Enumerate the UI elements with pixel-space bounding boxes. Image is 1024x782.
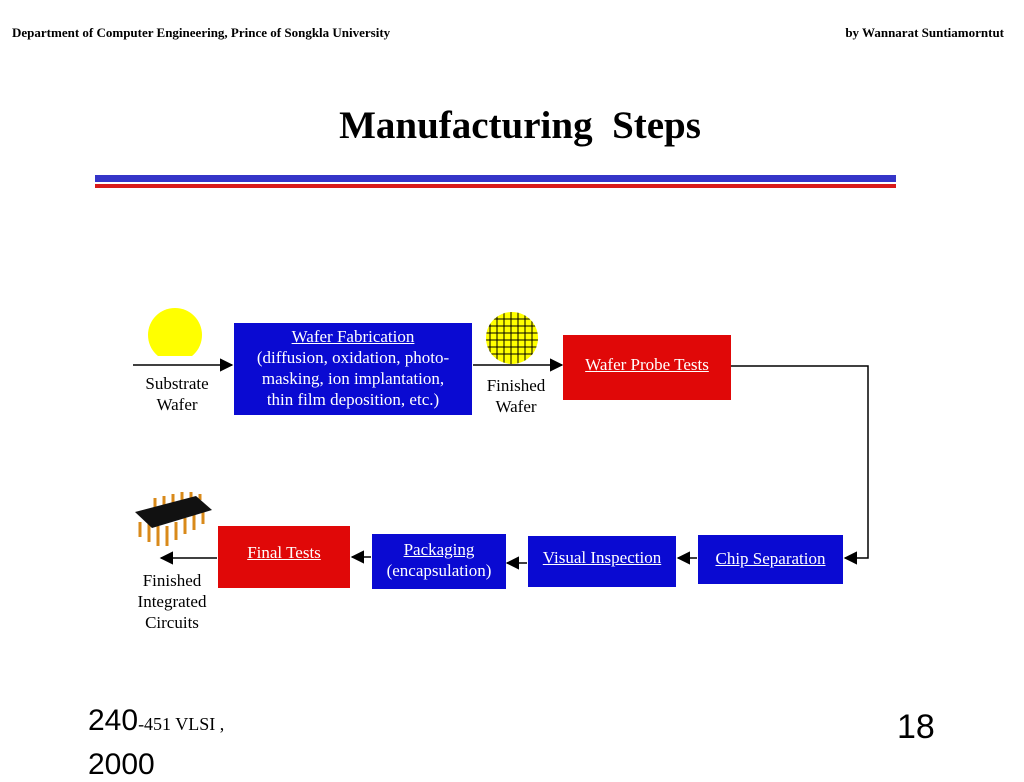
footer-year: 2000 — [88, 748, 155, 781]
substrate-wafer-icon — [148, 308, 202, 365]
footer-course: 240-451 VLSI , — [88, 704, 225, 737]
wafer-probe-tests-box: Wafer Probe Tests — [563, 335, 731, 400]
header-author: by Wannarat Suntiamorntut — [845, 25, 1004, 40]
title-rule-red — [95, 184, 896, 188]
chip-separation-box: Chip Separation — [698, 535, 843, 584]
visual-inspection-box: Visual Inspection — [528, 536, 676, 587]
slide-title: Manufacturing Steps — [339, 104, 701, 147]
packaging-box: Packaging (encapsulation) — [372, 534, 506, 589]
arrow-probe-to-separation — [731, 365, 869, 565]
header-department: Department of Computer Engineering, Prin… — [12, 25, 391, 40]
page-number: 18 — [897, 708, 935, 746]
final-tests-box: Final Tests — [218, 526, 350, 588]
wafer-fabrication-box: Wafer Fabrication (diffusion, oxidation,… — [234, 323, 472, 415]
title-rule-blue — [95, 175, 896, 182]
finished-wafer-icon — [486, 312, 538, 364]
ic-chip-icon — [135, 492, 212, 546]
